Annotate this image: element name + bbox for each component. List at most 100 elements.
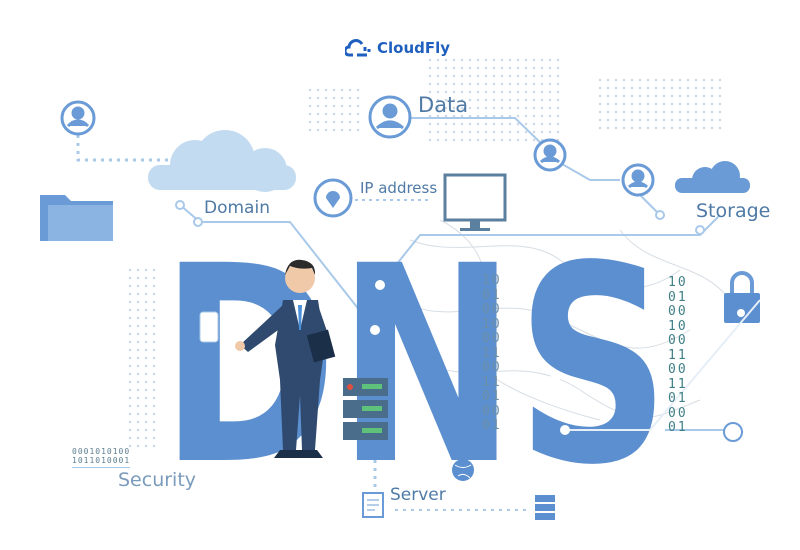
grid-dot: [508, 98, 512, 102]
grid-dot: [678, 94, 682, 98]
grid-dot: [516, 130, 520, 134]
grid-dot: [136, 324, 140, 328]
grid-dot: [144, 340, 148, 344]
server-rack-icon: [343, 378, 388, 440]
grid-dot: [638, 86, 642, 90]
grid-dot: [152, 396, 156, 400]
grid-dot: [128, 308, 132, 312]
grid-dot: [436, 82, 440, 86]
grid-dot: [136, 404, 140, 408]
grid-dot: [614, 118, 618, 122]
grid-dot: [340, 96, 344, 100]
grid-dot: [686, 86, 690, 90]
grid-dot: [524, 98, 528, 102]
grid-dot: [556, 90, 560, 94]
binary-cell: 10: [668, 318, 688, 334]
grid-dot: [152, 420, 156, 424]
grid-dot: [144, 348, 148, 352]
grid-dot: [484, 58, 488, 62]
grid-dot: [128, 404, 132, 408]
grid-dot: [710, 78, 714, 82]
grid-dot: [348, 128, 352, 132]
grid-dot: [540, 106, 544, 110]
grid-dot: [468, 122, 472, 126]
grid-dot: [128, 428, 132, 432]
storage-cloud-icon: [675, 161, 750, 193]
grid-dot: [654, 78, 658, 82]
location-pin-icon: [313, 178, 743, 442]
grid-dot: [702, 78, 706, 82]
grid-dot: [128, 348, 132, 352]
grid-dot: [128, 316, 132, 320]
grid-dot: [638, 94, 642, 98]
grid-dot: [452, 66, 456, 70]
grid-dot: [308, 88, 312, 92]
binary-cell: 00: [668, 362, 688, 377]
node-dots: [175, 200, 705, 235]
grid-dot: [638, 126, 642, 130]
grid-dot: [484, 122, 488, 126]
grid-dot: [694, 118, 698, 122]
grid-dot: [468, 74, 472, 78]
grid-dot: [128, 412, 132, 416]
grid-dot: [606, 126, 610, 130]
grid-dot: [540, 66, 544, 70]
grid-dot: [694, 78, 698, 82]
grid-dot: [710, 94, 714, 98]
grid-dot: [136, 308, 140, 312]
grid-dot: [500, 74, 504, 78]
grid-dot: [348, 104, 352, 108]
grid-dot: [670, 110, 674, 114]
grid-dot: [332, 96, 336, 100]
grid-dot: [308, 104, 312, 108]
grid-dot: [678, 126, 682, 130]
grid-dot: [436, 138, 440, 142]
grid-dot: [428, 90, 432, 94]
grid-dot: [128, 276, 132, 280]
grid-dot: [144, 324, 148, 328]
grid-dot: [484, 138, 488, 142]
grid-dot: [500, 138, 504, 142]
grid-dot: [694, 86, 698, 90]
grid-dot: [308, 120, 312, 124]
grid-dot: [128, 284, 132, 288]
grid-dot: [556, 82, 560, 86]
grid-dot: [702, 94, 706, 98]
grid-dot: [308, 112, 312, 116]
grid-dot: [548, 98, 552, 102]
grid-dot: [136, 300, 140, 304]
grid-dot: [452, 74, 456, 78]
grid-dot: [686, 126, 690, 130]
connection-lines: [76, 117, 730, 511]
grid-dot: [532, 74, 536, 78]
grid-dot: [152, 268, 156, 272]
cloud-icon: [148, 130, 296, 192]
grid-dot: [508, 58, 512, 62]
grid-dot: [492, 74, 496, 78]
grid-dot: [452, 82, 456, 86]
grid-dot: [452, 138, 456, 142]
label-security: Security: [118, 469, 197, 491]
grid-dot: [686, 78, 690, 82]
binary-cell: 00: [482, 360, 502, 375]
grid-dot: [436, 66, 440, 70]
grid-dot: [128, 396, 132, 400]
grid-dot: [662, 86, 666, 90]
grid-dot: [152, 332, 156, 336]
grid-dot: [540, 82, 544, 86]
grid-dot: [556, 122, 560, 126]
grid-dot: [524, 130, 528, 134]
grid-dot: [548, 106, 552, 110]
grid-dot: [508, 74, 512, 78]
grid-dot: [670, 78, 674, 82]
grid-dot: [152, 300, 156, 304]
grid-dot: [348, 88, 352, 92]
grid-dot: [444, 138, 448, 142]
grid-dot: [316, 88, 320, 92]
grid-dot: [484, 114, 488, 118]
grid-dot: [516, 98, 520, 102]
grid-dot: [638, 102, 642, 106]
grid-dot: [348, 112, 352, 116]
binary-cell: 10: [482, 316, 502, 332]
